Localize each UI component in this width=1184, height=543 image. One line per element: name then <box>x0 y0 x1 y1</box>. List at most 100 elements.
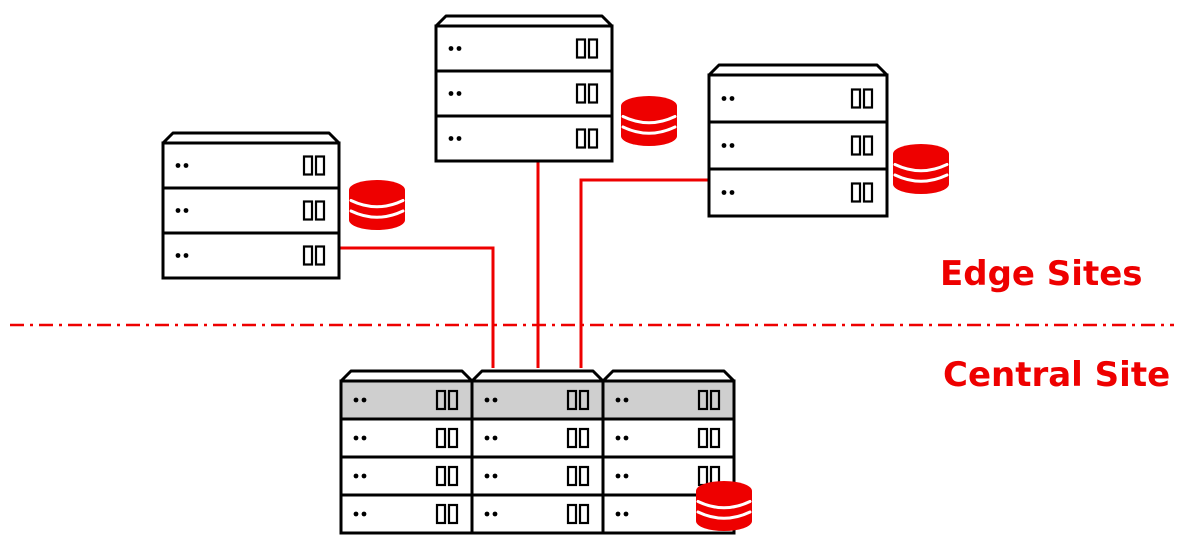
status-led <box>361 473 367 479</box>
status-led <box>729 143 735 148</box>
status-led <box>353 397 359 403</box>
drive-bay <box>314 200 326 221</box>
central-site-database-icon <box>696 481 752 531</box>
status-led <box>623 435 629 441</box>
rack-unit <box>434 69 614 118</box>
status-led <box>721 96 727 101</box>
rack-unit <box>707 167 889 218</box>
rack-unit <box>707 120 889 171</box>
drive-bay <box>314 245 326 266</box>
rack-unit <box>707 73 889 124</box>
status-led <box>623 397 629 403</box>
drive-bay <box>447 389 459 411</box>
drive-bay <box>862 88 874 109</box>
rack-unit <box>601 417 736 459</box>
status-led <box>175 208 181 213</box>
central-site-label: Central Site <box>943 355 1171 395</box>
status-led <box>492 473 498 479</box>
drive-bay <box>587 83 599 104</box>
edge-site-1-database-icon <box>349 180 405 230</box>
status-led <box>729 96 735 101</box>
status-led <box>183 163 189 168</box>
status-led <box>721 190 727 195</box>
edge-sites-label: Edge Sites <box>940 254 1143 294</box>
status-led <box>175 253 181 258</box>
status-led <box>361 397 367 403</box>
status-led <box>484 511 490 517</box>
status-led <box>175 163 181 168</box>
status-led <box>183 208 189 213</box>
rack-unit <box>434 114 614 163</box>
drive-bay <box>447 427 459 449</box>
status-led <box>353 473 359 479</box>
central-site-rack-2 <box>470 369 605 535</box>
edge-site-server-3 <box>707 63 889 218</box>
network-link-3 <box>579 178 709 368</box>
drive-bay <box>850 135 862 156</box>
status-led <box>615 435 621 441</box>
rack-unit <box>470 493 605 535</box>
drive-bay <box>850 88 862 109</box>
drive-bay <box>850 182 862 203</box>
status-led <box>615 397 621 403</box>
drive-bay <box>862 135 874 156</box>
status-led <box>615 473 621 479</box>
network-link-1 <box>339 246 495 368</box>
rack-unit <box>470 417 605 459</box>
drive-bay <box>447 465 459 487</box>
drive-bay <box>575 128 587 149</box>
drive-bay <box>302 245 314 266</box>
rack-unit <box>601 379 736 421</box>
status-led <box>492 435 498 441</box>
rack-unit <box>470 455 605 497</box>
status-led <box>484 435 490 441</box>
edge-site-2-database-icon <box>621 96 677 146</box>
drive-bay <box>587 128 599 149</box>
drive-bay <box>578 389 590 411</box>
drive-bay <box>314 155 326 176</box>
status-led <box>456 136 462 141</box>
drive-bay <box>697 389 709 411</box>
drive-bay <box>578 427 590 449</box>
drive-bay <box>575 38 587 59</box>
drive-bay <box>566 389 578 411</box>
status-led <box>623 473 629 479</box>
drive-bay <box>578 503 590 525</box>
status-led <box>448 46 454 51</box>
drive-bay <box>575 83 587 104</box>
drive-bay <box>435 503 447 525</box>
drive-bay <box>862 182 874 203</box>
status-led <box>456 91 462 96</box>
status-led <box>448 136 454 141</box>
status-led <box>623 511 629 517</box>
edge-site-server-1 <box>161 131 341 280</box>
rack-unit <box>161 141 341 190</box>
drive-bay <box>435 465 447 487</box>
drive-bay <box>587 38 599 59</box>
status-led <box>448 91 454 96</box>
rack-unit <box>470 379 605 421</box>
status-led <box>492 511 498 517</box>
rack-unit <box>339 417 474 459</box>
drive-bay <box>302 155 314 176</box>
status-led <box>353 511 359 517</box>
drive-bay <box>566 465 578 487</box>
edge-site-server-2 <box>434 14 614 163</box>
rack-unit <box>339 493 474 535</box>
drive-bay <box>302 200 314 221</box>
edge-site-3-database-icon <box>893 144 949 194</box>
central-site-rack-3 <box>601 369 736 535</box>
status-led <box>721 143 727 148</box>
status-led <box>361 511 367 517</box>
rack-unit <box>339 455 474 497</box>
drive-bay <box>435 389 447 411</box>
network-links <box>339 157 709 368</box>
drive-bay <box>697 427 709 449</box>
status-led <box>353 435 359 441</box>
rack-unit <box>434 24 614 73</box>
drive-bay <box>709 389 721 411</box>
rack-unit <box>161 231 341 280</box>
status-led <box>484 473 490 479</box>
drive-bay <box>578 465 590 487</box>
